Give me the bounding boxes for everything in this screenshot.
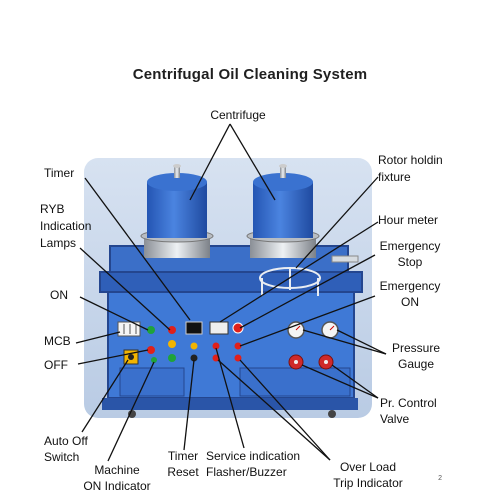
label-rotor-fixture-2: fixture [378,170,411,184]
machine-on-lamp [151,357,157,363]
label-machine-on-1: Machine [94,463,140,477]
label-overload-2: Trip Indicator [333,476,403,490]
label-emergency-on-2: ON [401,295,419,309]
label-off: OFF [44,358,68,372]
hour-meter [209,321,229,335]
page-title: Centrifugal Oil Cleaning System [132,66,368,83]
centrifuge-right [246,164,320,258]
label-timer: Timer [44,166,75,180]
page-number: 2 [438,475,442,482]
label-timer-reset-2: Reset [167,465,199,479]
label-ryb-1: RYB [40,202,65,216]
label-auto-off-2: Switch [44,450,80,464]
label-hour-meter: Hour meter [378,213,439,227]
leader-lines [75,123,387,462]
label-pressure-gauge-2: Gauge [397,357,435,371]
label-emergency-stop-1: Emergency [379,239,441,253]
label-machine-on-2: ON Indicator [83,479,151,493]
label-emergency-on-1: Emergency [379,279,441,293]
overload-lamp-2 [234,354,242,362]
label-rotor-fixture-1: Rotor holdin [378,153,443,167]
label-mcb: MCB [44,334,71,348]
label-pressure-gauge-1: Pressure [391,341,441,355]
label-pr-control-2: Valve [380,412,410,426]
timer-display [185,321,203,335]
emergency-on-button [234,342,242,350]
ryb-lamp-red [168,326,176,334]
timer-reset-button [190,354,198,362]
label-ryb-3: Lamps [40,236,77,250]
label-timer-reset-1: Timer [167,449,199,463]
label-auto-off-1: Auto Off [44,434,88,448]
emergency-stop-button [232,322,244,334]
label-emergency-stop-2: Stop [397,255,423,269]
label-service-1: Service indication [206,449,301,463]
ryb-lamp-blue [168,354,176,362]
off-button [147,346,155,354]
ryb-lamp-yellow [168,340,176,348]
label-service-2: Flasher/Buzzer [206,465,287,479]
rotor-holding-fixture [259,267,321,296]
label-overload-1: Over Load [339,460,397,474]
label-centrifuge: Centrifuge [210,108,266,122]
label-pr-control-1: Pr. Control [380,396,437,410]
on-button [147,326,155,334]
label-on: ON [50,288,68,302]
label-ryb-2: Indication [40,219,92,233]
centrifuge-left [140,164,214,258]
service-flasher-lamp [212,342,220,350]
